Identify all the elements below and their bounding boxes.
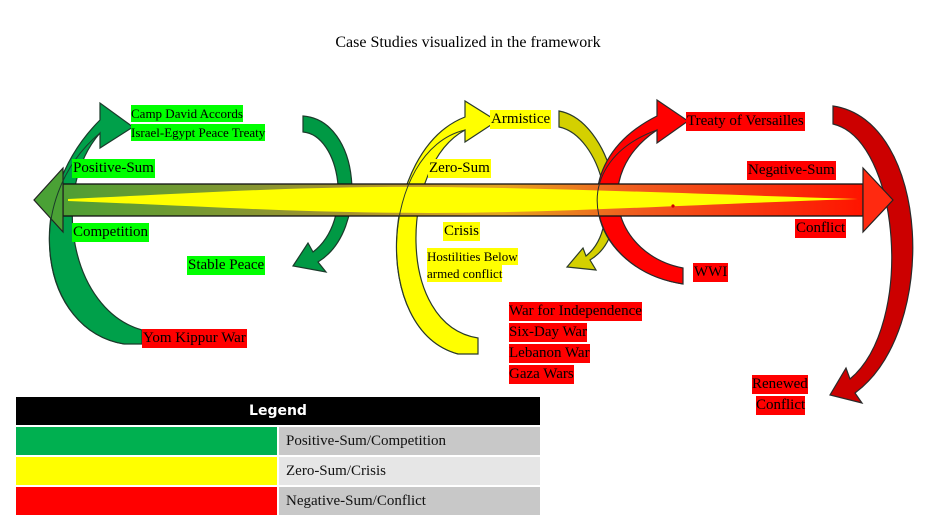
renewed-line-2: Conflict xyxy=(756,396,806,415)
competition-label: Competition xyxy=(72,223,149,242)
wwi-label: WWI xyxy=(693,263,729,282)
six-day-war-label: Six-Day War xyxy=(509,323,588,342)
camp-david-label: Camp David Accords xyxy=(131,105,243,122)
peace-treaty-label: Israel-Egypt Peace Treaty xyxy=(131,124,266,141)
yellow-arc-down-shape xyxy=(558,110,617,271)
right-arrowhead xyxy=(862,166,894,234)
hostilities-label: Hostilities Below armed conflict xyxy=(426,248,519,282)
legend-swatch-red xyxy=(16,487,277,515)
legend-label-negative: Negative-Sum/Conflict xyxy=(279,487,540,515)
stable-peace-label: Stable Peace xyxy=(187,256,266,275)
armistice-label: Armistice xyxy=(490,110,552,129)
left-arrowhead xyxy=(33,166,64,234)
versailles-label: Treaty of Versailles xyxy=(686,112,805,131)
legend-row-zero: Zero-Sum/Crisis xyxy=(16,457,540,485)
diagram-title: Case Studies visualized in the framework xyxy=(335,34,601,51)
hostilities-line-2: armed conflict xyxy=(427,265,503,282)
crisis-label: Crisis xyxy=(443,222,481,241)
legend: Legend Positive-Sum/Competition Zero-Sum… xyxy=(16,397,540,515)
green-to-label: Camp David Accords Israel-Egypt Peace Tr… xyxy=(130,105,266,143)
yom-kippur-label: Yom Kippur War xyxy=(142,329,247,348)
red-arc-front xyxy=(596,129,684,285)
spectrum-yellow-wedge xyxy=(68,186,858,213)
legend-row-positive: Positive-Sum/Competition xyxy=(16,427,540,455)
lebanon-war-label: Lebanon War xyxy=(509,344,590,363)
legend-label-zero: Zero-Sum/Crisis xyxy=(279,457,540,485)
spectrum-dot xyxy=(671,204,675,208)
israel-wars-list: War for Independence Six-Day War Lebanon… xyxy=(508,302,643,386)
legend-swatch-yellow xyxy=(16,457,277,485)
positive-sum-label: Positive-Sum xyxy=(72,159,155,178)
yellow-arc-front xyxy=(395,129,466,355)
war-independence-label: War for Independence xyxy=(509,302,642,321)
negative-sum-label: Negative-Sum xyxy=(747,161,836,180)
conflict-label: Conflict xyxy=(795,219,847,238)
legend-header: Legend xyxy=(16,397,540,425)
renewed-line-1: Renewed xyxy=(752,375,808,394)
zero-sum-label: Zero-Sum xyxy=(428,159,491,178)
hostilities-line-1: Hostilities Below xyxy=(427,248,518,265)
legend-row-negative: Negative-Sum/Conflict xyxy=(16,487,540,515)
red-arc-up xyxy=(596,98,690,285)
renewed-conflict-label: Renewed Conflict xyxy=(751,375,809,417)
legend-swatch-green xyxy=(16,427,277,455)
legend-label-positive: Positive-Sum/Competition xyxy=(279,427,540,455)
red-arc-down xyxy=(829,105,914,404)
green-arc-down xyxy=(292,115,353,273)
gaza-wars-label: Gaza Wars xyxy=(509,365,574,384)
